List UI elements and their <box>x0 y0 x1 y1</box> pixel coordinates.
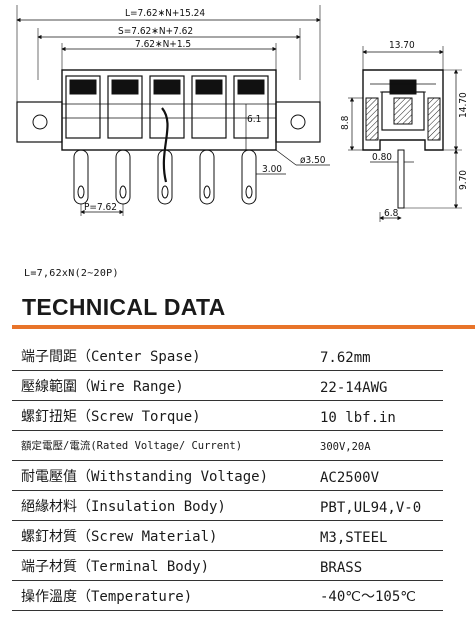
spec-label: 螺釘材質（Screw Material) <box>21 529 218 545</box>
dim-screw: S=7.62∗N+7.62 <box>118 26 193 37</box>
spec-row: 耐電壓值（Withstanding Voltage) AC2500V <box>12 461 443 491</box>
title-underline <box>12 325 475 329</box>
spec-label: 絕緣材料（Insulation Body) <box>21 499 226 515</box>
side-pin-length: 9.70 <box>458 170 469 190</box>
dim-overall: L=7.62∗N+15.24 <box>125 8 205 19</box>
dim-pitch: P=7.62 <box>84 202 117 213</box>
spec-label: 操作溫度（Temperature) <box>21 589 193 605</box>
spec-value: -40℃～105℃ <box>320 589 417 605</box>
spec-row: 壓線範圍（Wire Range) 22-14AWG <box>12 371 443 401</box>
dim-hole: ø3.50 <box>300 155 326 166</box>
spec-value: AC2500V <box>320 470 380 486</box>
spec-label: 端子材質（Terminal Body) <box>21 559 210 575</box>
spec-value: PBT,UL94,V-0 <box>320 500 422 516</box>
spec-row: 螺釘扭矩（Screw Torque) 10 lbf.in <box>12 401 443 431</box>
spec-label: 端子間距（Center Spase) <box>21 349 201 365</box>
spec-label: 壓線範圍（Wire Range) <box>21 379 184 395</box>
front-view <box>16 5 330 216</box>
spec-label: 額定電壓/電流(Rated Voltage/ Current) <box>21 440 243 452</box>
spec-value: 10 lbf.in <box>320 410 396 426</box>
side-pin-x: 6.8 <box>384 208 399 219</box>
side-inner: 8.8 <box>340 115 351 130</box>
spec-row: 螺釘材質（Screw Material) M3,STEEL <box>12 521 443 551</box>
spec-table: 端子間距（Center Spase) 7.62mm 壓線範圍（Wire Range)… <box>0 341 475 611</box>
spec-row: 額定電壓/電流(Rated Voltage/ Current) 300V,20A <box>12 431 443 461</box>
spec-row: 絕緣材料（Insulation Body) PBT,UL94,V-0 <box>12 491 443 521</box>
side-width: 13.70 <box>389 40 415 51</box>
spec-value: 7.62mm <box>320 350 371 366</box>
side-view <box>348 46 462 222</box>
technical-drawing: L=7.62∗N+15.24 S=7.62∗N+7.62 7.62∗N+1.5 … <box>16 5 469 222</box>
spec-value: 22-14AWG <box>320 380 388 396</box>
dim-pin: 3.00 <box>262 164 282 175</box>
spec-value: M3,STEEL <box>320 530 388 546</box>
pin-count-note: L=7,62xN(2~20P) <box>24 268 119 279</box>
spec-value: BRASS <box>320 560 363 576</box>
spec-row: 端子間距（Center Spase) 7.62mm <box>12 341 443 371</box>
section-title: TECHNICAL DATA <box>22 294 226 320</box>
spec-label: 螺釘扭矩（Screw Torque) <box>21 409 201 425</box>
spec-row: 操作溫度（Temperature) -40℃～105℃ <box>12 581 443 611</box>
spec-label: 耐電壓值（Withstanding Voltage) <box>21 469 269 485</box>
side-plate: 0.80 <box>372 152 392 163</box>
spec-row: 端子材質（Terminal Body) BRASS <box>12 551 443 581</box>
dim-body: 7.62∗N+1.5 <box>135 39 191 50</box>
dim-height-inner: 6.1 <box>247 114 261 125</box>
side-height: 14.70 <box>458 92 469 118</box>
spec-value: 300V,20A <box>320 441 371 453</box>
